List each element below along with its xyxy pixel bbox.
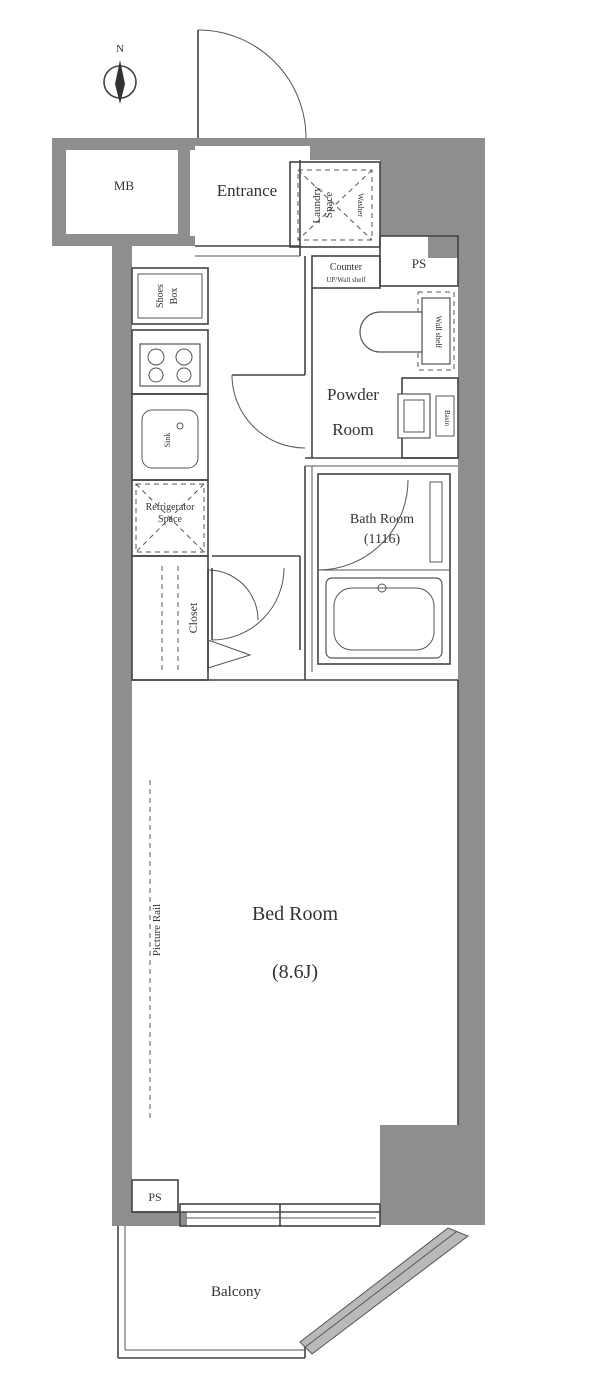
entrance-outline: [195, 160, 301, 257]
sink-label: Sink: [163, 433, 172, 448]
ps-bottom-label: PS: [148, 1190, 161, 1204]
inner-walls: [132, 256, 458, 681]
powder-room-label-1: Powder: [327, 385, 379, 404]
closet-label: Closet: [186, 602, 200, 633]
bath-room-label-2: (1116): [364, 532, 401, 547]
entrance-door: [197, 29, 307, 139]
closet: [131, 555, 259, 681]
washbasin-label: Basin: [443, 410, 451, 426]
compass-north-label: N: [116, 43, 124, 55]
mb-label: MB: [114, 178, 135, 193]
refrigerator-label-1: Refrigerator: [146, 502, 196, 513]
entrance-label: Entrance: [217, 181, 277, 200]
laundry-space-label: LaundrySpace: [311, 186, 335, 224]
hall-doors: [211, 374, 306, 641]
outer-walls: [52, 138, 485, 1226]
bed-room-label: Bed Room: [252, 903, 339, 925]
laundry-washer-label: Washer: [356, 193, 365, 217]
ps-top-label: PS: [412, 256, 426, 271]
balcony-window: [179, 1203, 381, 1227]
counter-shelf: [311, 255, 381, 289]
picture-rail-label: Picture Rail: [151, 904, 163, 956]
bed-room-size-label: (8.6J): [272, 961, 318, 983]
kitchen-column: [131, 267, 209, 557]
refrigerator-label-2: Space: [158, 514, 182, 525]
wall-shelf-label: Wall shelf: [434, 316, 443, 349]
laundry-space: [289, 161, 381, 248]
bath-room-fixtures: [317, 473, 451, 665]
balcony-label: Balcony: [211, 1284, 261, 1300]
north-arrow-icon: [115, 60, 125, 104]
bath-room-label-1: Bath Room: [350, 512, 414, 527]
compass: N: [103, 43, 137, 104]
powder-room-label-2: Room: [332, 420, 374, 439]
powder-room-fixtures: [359, 291, 459, 459]
counter-sub-label: UP/Wall shelf: [326, 276, 366, 284]
balcony-outline: [117, 1226, 470, 1359]
counter-label: Counter: [330, 262, 363, 273]
